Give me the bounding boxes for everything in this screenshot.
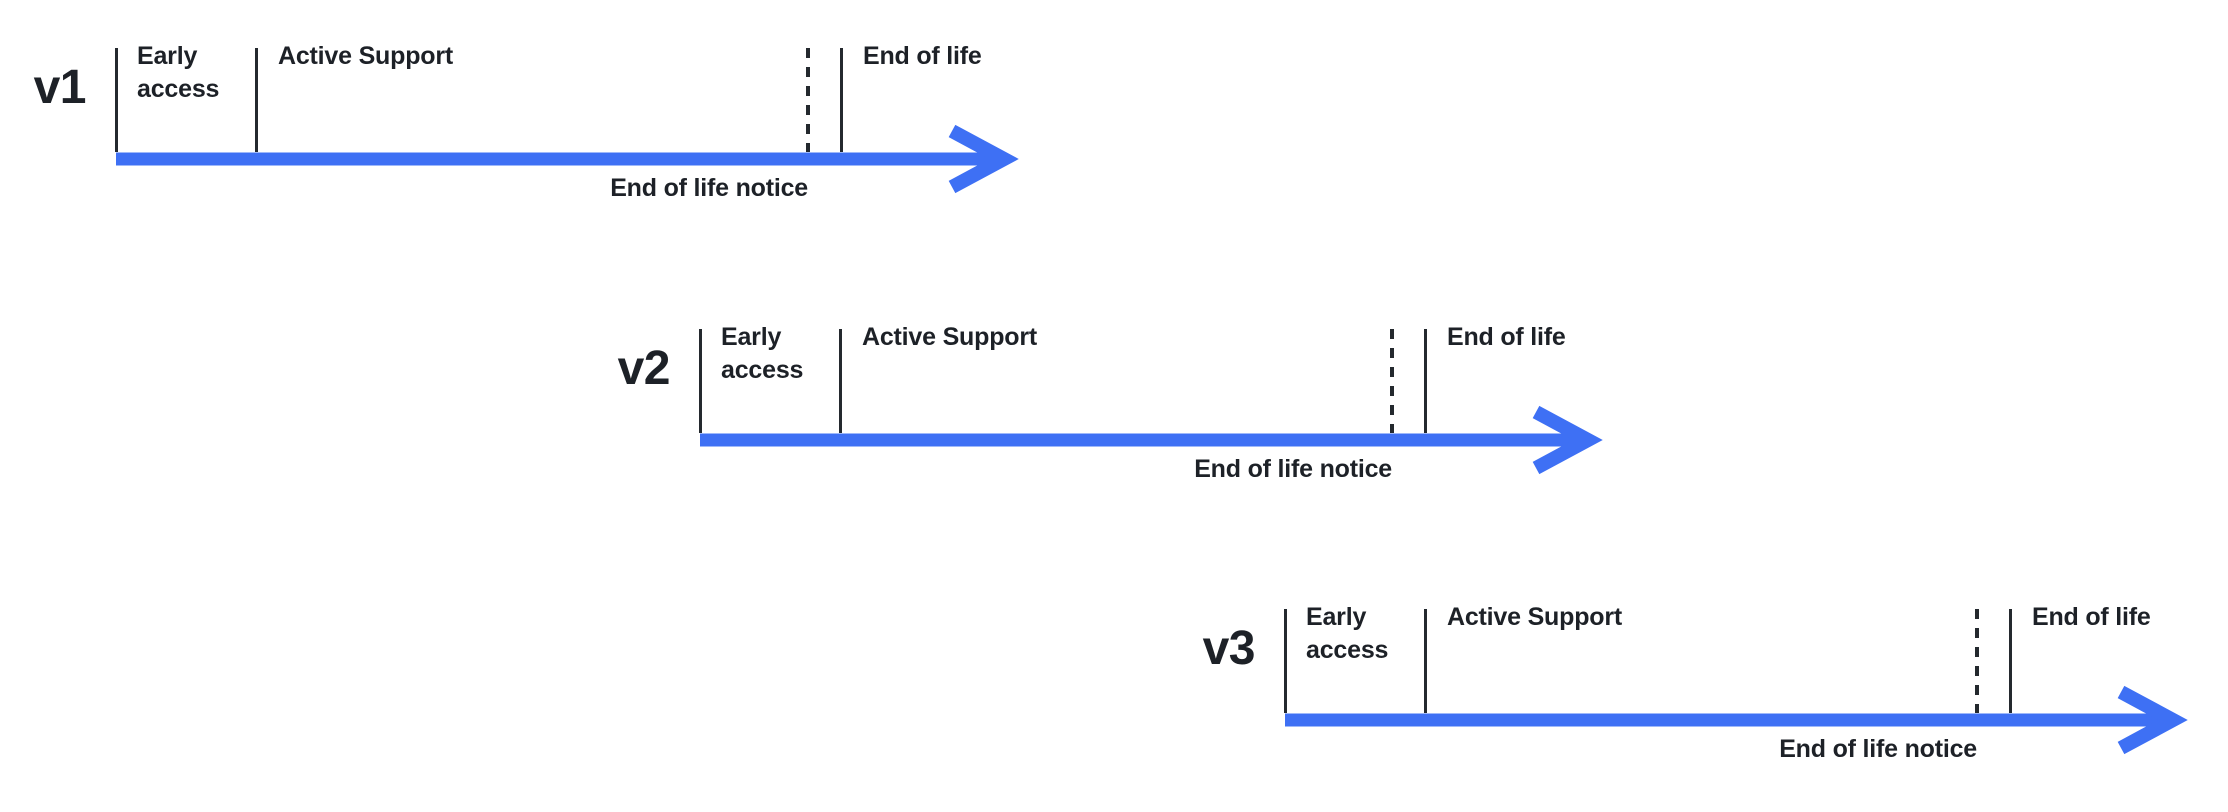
end-of-life-notice-label: End of life notice xyxy=(1779,735,1977,763)
eol-notice-dashed-line xyxy=(1975,609,1979,713)
end-of-life-notice-label: End of life notice xyxy=(610,174,808,202)
active-support-label: Active Support xyxy=(278,42,453,70)
version-label: v2 xyxy=(617,342,671,395)
early-access-label: Early access xyxy=(721,323,804,384)
end-of-life-tick xyxy=(1424,329,1427,433)
end-of-life-label: End of life xyxy=(863,42,982,70)
eol-notice-dashed-line xyxy=(1390,329,1394,433)
active-support-label: Active Support xyxy=(1447,603,1622,631)
early-access-end-tick xyxy=(839,329,842,433)
arrowhead-icon xyxy=(2117,685,2188,755)
arrowhead-icon xyxy=(1532,405,1603,475)
end-of-life-notice-label: End of life notice xyxy=(1194,455,1392,483)
arrowhead-icon xyxy=(948,124,1019,194)
timeline-start-tick xyxy=(1284,609,1287,713)
timeline-start-tick xyxy=(115,48,118,152)
version-label: v3 xyxy=(1202,622,1256,675)
timeline-arrow xyxy=(1285,685,2188,755)
timeline-start-tick xyxy=(699,329,702,433)
early-access-end-tick xyxy=(255,48,258,152)
early-access-end-tick xyxy=(1424,609,1427,713)
timeline-arrow xyxy=(116,124,1019,194)
active-support-label: Active Support xyxy=(862,323,1037,351)
end-of-life-tick xyxy=(2009,609,2012,713)
end-of-life-label: End of life xyxy=(2032,603,2151,631)
end-of-life-label: End of life xyxy=(1447,323,1566,351)
timeline-arrow xyxy=(700,405,1603,475)
version-label: v1 xyxy=(33,61,87,114)
early-access-label: Early access xyxy=(1306,603,1389,664)
end-of-life-tick xyxy=(840,48,843,152)
eol-notice-dashed-line xyxy=(806,48,810,152)
early-access-label: Early access xyxy=(137,42,220,103)
